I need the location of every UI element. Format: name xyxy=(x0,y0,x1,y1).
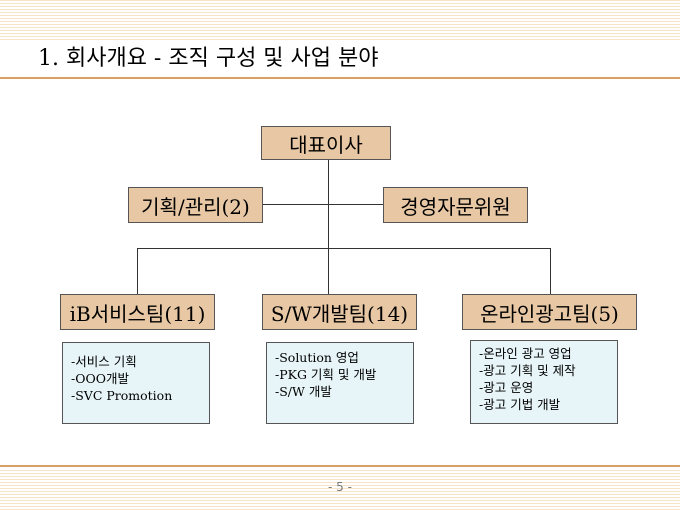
detail-item: -광고 기법 개발 xyxy=(479,397,561,412)
page-number: - 5 - xyxy=(328,480,352,494)
header-rule xyxy=(0,77,680,79)
detail-item: -PKG 기획 및 개발 xyxy=(275,367,377,382)
team-box-sw-dev: S/W개발팀(14) xyxy=(262,294,417,330)
connector-staff-horizontal xyxy=(263,204,383,205)
detail-item: -SVC Promotion xyxy=(71,388,173,403)
detail-item: -서비스 기획 xyxy=(71,354,137,369)
slide-title: 1. 회사개요 - 조직 구성 및 사업 분야 xyxy=(38,46,379,71)
detail-item: -광고 운영 xyxy=(479,380,534,395)
advisory-box: 경영자문위원 xyxy=(383,187,528,223)
planning-box: 기획/관리(2) xyxy=(128,187,263,223)
footer-rule xyxy=(0,465,680,467)
detail-box-sw-dev: -Solution 영업 -PKG 기획 및 개발 -S/W 개발 xyxy=(266,342,414,424)
detail-item: -광고 기획 및 제작 xyxy=(479,363,576,378)
connector-team1 xyxy=(137,248,138,294)
detail-item: -Solution 영업 xyxy=(275,350,359,365)
team-box-online-ad: 온라인광고팀(5) xyxy=(462,294,637,330)
detail-item: -OOO개발 xyxy=(71,371,129,386)
connector-teams-horizontal xyxy=(137,248,550,249)
detail-box-online-ad: -온라인 광고 영업 -광고 기획 및 제작 -광고 운영 -광고 기법 개발 xyxy=(470,340,618,424)
connector-team2 xyxy=(328,248,329,294)
ceo-box: 대표이사 xyxy=(261,126,391,160)
detail-box-ib-service: -서비스 기획 -OOO개발 -SVC Promotion xyxy=(62,342,210,424)
team-box-ib-service: iB서비스팀(11) xyxy=(60,294,215,330)
detail-item: -S/W 개발 xyxy=(275,384,332,399)
footer-stripes xyxy=(0,470,680,510)
detail-item: -온라인 광고 영업 xyxy=(479,346,572,361)
connector-team3 xyxy=(550,248,551,294)
header-stripes xyxy=(0,0,680,40)
